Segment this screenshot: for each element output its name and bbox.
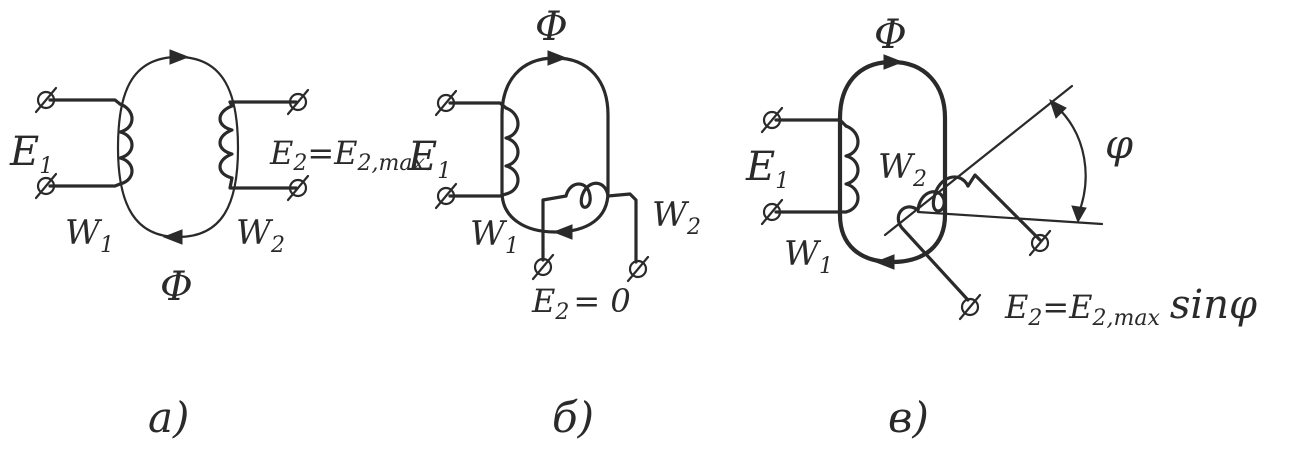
e2-label-b: E2= 0: [531, 282, 631, 325]
secondary-winding-b: [531, 181, 650, 283]
angle-arc: [1053, 103, 1087, 217]
primary-winding-b: [434, 89, 520, 210]
primary-winding-a: [34, 86, 134, 200]
w1-label-b: W1: [470, 214, 519, 259]
reference-line-horizontal: [916, 210, 1104, 226]
w2-label-c: W2: [878, 147, 927, 192]
terminal-c-2: [762, 202, 782, 222]
e1-label-a: E1: [9, 129, 53, 179]
terminal-c-3: [1030, 233, 1050, 253]
secondary-winding-a: [218, 88, 310, 202]
caption-c: в): [888, 393, 929, 442]
terminal-c-4: [960, 297, 980, 317]
flux-label-a: Φ: [160, 264, 193, 310]
reference-line-angled: [883, 84, 1074, 237]
primary-winding-c: [760, 106, 860, 226]
w2-label-b: W2: [652, 195, 701, 240]
panel-b: Φ E1 W1 W2 E2= 0 б): [407, 4, 701, 442]
flux-arrow-bottom-a: [162, 229, 183, 245]
terminal-b-1: [436, 93, 456, 113]
caption-a: a): [148, 393, 189, 442]
flux-label-c: Φ: [874, 12, 907, 58]
w1-label-a: W1: [65, 213, 114, 258]
core-loop-b: [500, 56, 610, 234]
w1-label-c: W1: [784, 234, 833, 279]
flux-label-b: Φ: [535, 4, 568, 50]
terminal-a-4: [288, 178, 308, 198]
flux-arrow-top-b: [547, 50, 568, 66]
terminal-a-2: [36, 176, 56, 196]
terminal-c-1: [762, 110, 782, 130]
terminal-b-3: [533, 257, 553, 277]
flux-arrow-top-c: [883, 54, 904, 70]
terminal-b-2: [436, 186, 456, 206]
w2-label-a: W2: [236, 213, 285, 258]
terminal-b-4: [628, 259, 648, 279]
angle-arrow-bottom: [1071, 205, 1087, 224]
e2-label-a: E2=E2,max.: [269, 134, 432, 176]
terminal-a-1: [36, 90, 56, 110]
flux-arrow-top-a: [169, 49, 190, 65]
angle-label: φ: [1105, 122, 1133, 168]
flux-arrow-bottom-b: [552, 224, 573, 240]
flux-arrow-bottom-c: [874, 254, 895, 270]
angle-arrow-top: [1049, 99, 1067, 119]
e1-label-b: E1: [407, 134, 451, 184]
caption-b: б): [552, 393, 594, 442]
panel-a: Φ E1 W1 W2 E2=E2,max. a): [9, 49, 432, 442]
terminal-a-3: [288, 92, 308, 112]
e1-label-c: E1: [745, 144, 789, 194]
